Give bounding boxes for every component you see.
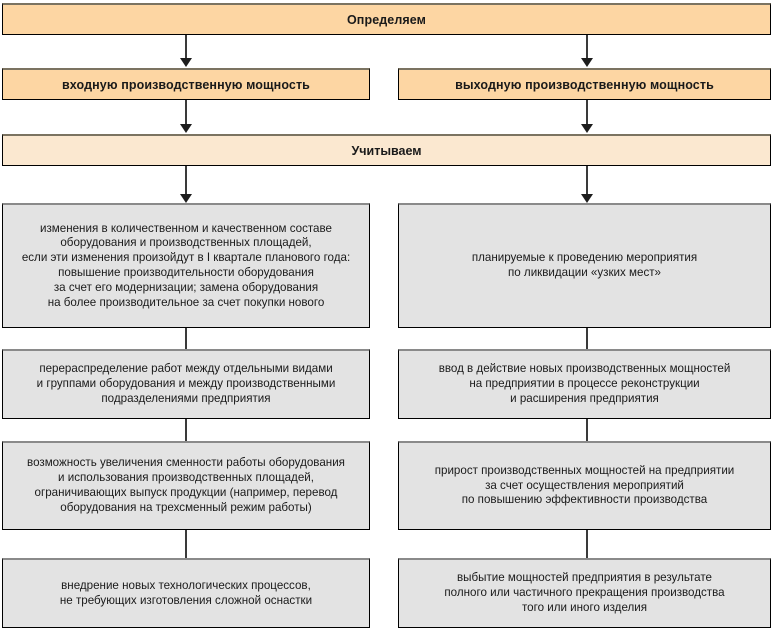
node-right-3: прирост производственных мощностей на пр… [398,441,771,530]
connector-line-left-3-4 [185,530,187,558]
node-right-1: планируемые к проведению мероприятия по … [398,203,771,328]
connector-line-left-1-2 [185,328,187,349]
arrowhead-l1-right [581,58,593,67]
connector-line-l1-left [185,35,187,62]
node-label: планируемые к проведению мероприятия по … [471,251,698,279]
node-vyhodnuyu-moshchnost: выходную производственную мощность [398,68,771,100]
node-label: перераспределение работ между отдельными… [36,362,336,405]
node-label: возможность увеличения сменности работы … [27,456,345,514]
node-left-4: внедрение новых технологических процессо… [2,558,370,628]
arrowhead-l2-right [581,124,593,133]
arrowhead-l3-right [581,194,593,203]
connector-line-l3-left [185,166,187,198]
node-label: выбытие мощностей предприятия в результа… [444,571,725,614]
connector-line-l3-right [586,166,588,198]
node-label: выходную производственную мощность [455,77,714,92]
node-left-1: изменения в количественном и качественно… [2,203,370,328]
node-label: Определяем [346,12,426,27]
connector-line-l2-right [586,100,588,128]
node-label: входную производственную мощность [62,77,310,92]
node-label: ввод в действие новых производственных м… [438,362,731,405]
node-label: прирост производственных мощностей на пр… [434,463,735,507]
connector-line-right-1-2 [586,328,588,349]
arrowhead-l2-left [180,124,192,133]
connector-line-right-2-3 [586,419,588,441]
node-label: изменения в количественном и качественно… [21,221,351,309]
connector-line-left-2-3 [185,419,187,441]
arrowhead-l1-left [180,58,192,67]
connector-line-l2-left [185,100,187,128]
node-right-2: ввод в действие новых производственных м… [398,349,771,419]
node-label: внедрение новых технологических процессо… [59,578,313,607]
node-uchityvaem: Учитываем [2,134,771,166]
node-opredelyaem: Определяем [2,3,771,35]
node-left-2: перераспределение работ между отдельными… [2,349,370,419]
node-left-3: возможность увеличения сменности работы … [2,441,370,530]
connector-line-right-3-4 [586,530,588,558]
connector-line-l1-right [586,35,588,62]
arrowhead-l3-left [180,194,192,203]
node-right-4: выбытие мощностей предприятия в результа… [398,558,771,628]
node-label: Учитываем [351,143,422,158]
node-vhodnuyu-moshchnost: входную производственную мощность [2,68,370,100]
